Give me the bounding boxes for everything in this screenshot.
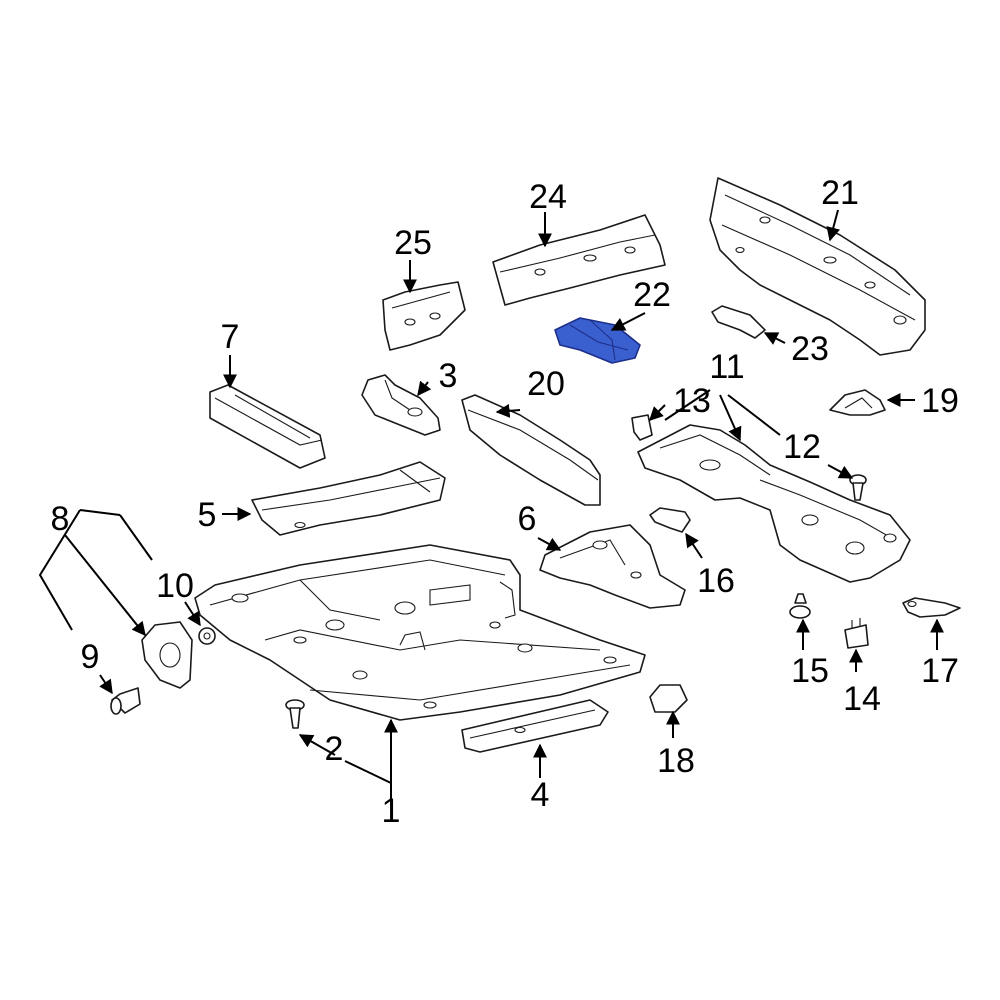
leader-8-top bbox=[79, 509, 121, 516]
callout-15: 15 bbox=[791, 652, 829, 690]
part-13-clip[interactable] bbox=[631, 414, 653, 441]
part-9-bolt[interactable] bbox=[110, 687, 141, 715]
callout-labels: 1 2 3 4 5 6 7 8 9 10 11 12 13 14 15 16 1… bbox=[51, 174, 959, 830]
callout-24: 24 bbox=[529, 178, 567, 216]
part-19-cover[interactable] bbox=[829, 389, 886, 416]
callout-16: 16 bbox=[697, 562, 735, 600]
callout-7: 7 bbox=[221, 318, 240, 356]
callout-10: 10 bbox=[156, 567, 194, 605]
part-8-mount[interactable] bbox=[141, 621, 193, 689]
part-25-bracket[interactable] bbox=[382, 281, 466, 351]
part-7-rail[interactable] bbox=[209, 384, 326, 469]
leader-11a bbox=[719, 394, 742, 442]
callout-3: 3 bbox=[439, 357, 458, 395]
part-18-bracket[interactable] bbox=[649, 684, 688, 713]
part-16-bracket[interactable] bbox=[649, 507, 691, 533]
callout-6: 6 bbox=[518, 500, 537, 538]
part-6-bracket[interactable] bbox=[539, 524, 686, 609]
leader-11c bbox=[664, 389, 711, 421]
part-4-side-rail[interactable] bbox=[461, 699, 609, 753]
callout-12: 12 bbox=[783, 428, 821, 466]
leader-2-join bbox=[344, 760, 392, 784]
leader-20 bbox=[495, 403, 521, 418]
leader-8-right bbox=[119, 514, 153, 561]
part-20-reinforcement[interactable] bbox=[461, 394, 601, 506]
leader-2 bbox=[298, 734, 336, 756]
leader-12 bbox=[827, 464, 854, 479]
callout-9: 9 bbox=[81, 638, 100, 676]
part-1-floor-pan[interactable] bbox=[194, 544, 646, 721]
callout-19: 19 bbox=[921, 382, 959, 420]
part-10-nut[interactable] bbox=[198, 627, 216, 645]
part-17-bracket[interactable] bbox=[902, 597, 961, 618]
callout-17: 17 bbox=[921, 652, 959, 690]
part-21-rear-panel[interactable] bbox=[709, 177, 926, 356]
part-23-bracket[interactable] bbox=[711, 305, 766, 339]
callout-11: 11 bbox=[709, 348, 744, 386]
callout-4: 4 bbox=[531, 776, 550, 814]
leader-13 bbox=[649, 404, 666, 421]
callout-2: 2 bbox=[325, 730, 344, 768]
callout-5: 5 bbox=[198, 496, 217, 534]
part-5-cross-member[interactable] bbox=[251, 461, 446, 536]
callout-13: 13 bbox=[673, 382, 711, 420]
part-11-rear-floor[interactable] bbox=[637, 424, 911, 583]
leader-22 bbox=[610, 312, 646, 331]
callout-18: 18 bbox=[657, 742, 695, 780]
callout-20: 20 bbox=[527, 365, 565, 403]
part-12-bolt[interactable] bbox=[849, 474, 867, 501]
part-3-bracket[interactable] bbox=[361, 374, 441, 436]
leader-16 bbox=[685, 532, 703, 559]
part-15-plug[interactable] bbox=[789, 593, 811, 619]
part-24-cross-member[interactable] bbox=[492, 214, 666, 306]
callout-21: 21 bbox=[821, 174, 859, 212]
leader-21 bbox=[826, 209, 841, 242]
leader-8 bbox=[64, 534, 146, 637]
leader-3 bbox=[417, 380, 432, 397]
part-14-clip[interactable] bbox=[844, 618, 869, 649]
leader-9-join bbox=[38, 509, 81, 631]
leader-6 bbox=[537, 537, 562, 551]
leader-10 bbox=[184, 601, 201, 627]
leader-11b bbox=[727, 394, 781, 436]
callout-14: 14 bbox=[843, 680, 881, 718]
callout-25: 25 bbox=[394, 224, 432, 262]
leader-lines bbox=[38, 209, 944, 805]
leader-9 bbox=[99, 674, 113, 695]
callout-8: 8 bbox=[51, 500, 70, 538]
leader-23 bbox=[763, 332, 786, 345]
part-22-highlighted[interactable] bbox=[554, 317, 641, 364]
callout-22: 22 bbox=[633, 276, 671, 314]
part-2-bolt[interactable] bbox=[285, 699, 305, 729]
callout-1: 1 bbox=[382, 792, 401, 830]
callout-23: 23 bbox=[791, 330, 829, 368]
